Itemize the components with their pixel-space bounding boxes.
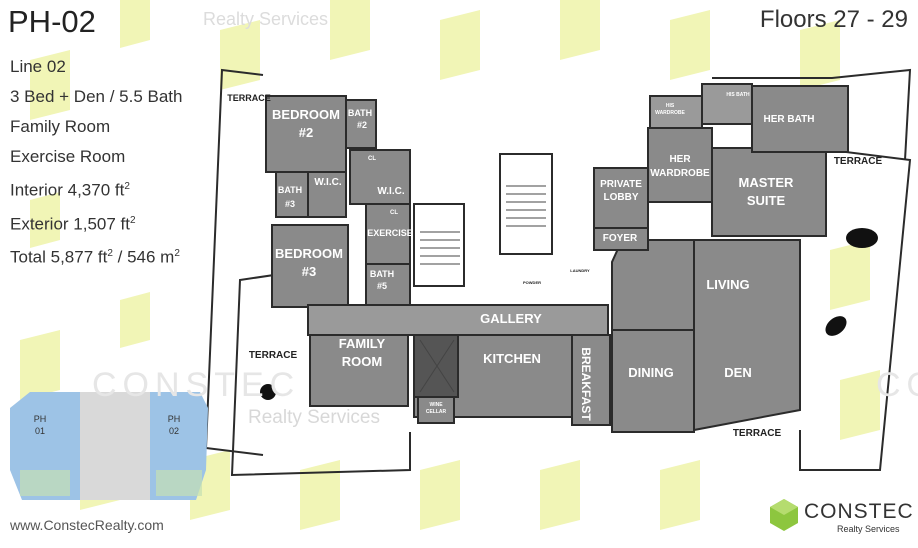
key-plan-ph01-label: PH: [34, 414, 47, 424]
laundry-label: LAUNDRY: [570, 268, 590, 273]
room-blocks: [265, 83, 849, 433]
master-suite-block: [711, 147, 827, 237]
spec-line: Line 02: [10, 57, 66, 76]
master-suite-label-2: SUITE: [747, 193, 786, 208]
watermark-constec-2: CONSTEC: [876, 366, 918, 404]
terrace-nw-label: TERRACE: [227, 93, 271, 103]
bedroom-2-num: #2: [299, 125, 313, 140]
bedroom-2-label: BEDROOM: [272, 107, 340, 122]
unit-title: PH-02: [8, 4, 96, 39]
watermark-constec-1: CONSTEC: [92, 366, 301, 404]
logo-subtitle: Realty Services: [837, 524, 900, 534]
terrace-e-label: TERRACE: [834, 156, 883, 167]
gallery-label: GALLERY: [480, 311, 542, 326]
bath-2-num: #2: [357, 120, 367, 130]
terrace-s-label: TERRACE: [733, 428, 782, 439]
his-wardrobe-block: [649, 95, 703, 129]
key-plan: PH 01 PH 02: [10, 392, 208, 500]
key-plan-core: [80, 392, 150, 500]
stair-treads: [419, 185, 546, 393]
foyer-label: FOYER: [603, 233, 638, 244]
closet-label-3: CL: [651, 212, 659, 218]
family-room-label-2: ROOM: [342, 354, 382, 369]
spec-exterior: Exterior 1,507 ft2: [10, 214, 136, 234]
his-bath-label: HIS BATH: [726, 92, 750, 98]
his-wardrobe-label-2: WARDROBE: [655, 110, 685, 116]
foyer-area-block: [611, 239, 695, 331]
floors-range: Floors 27 - 29: [759, 6, 908, 33]
wic-2-label: W.I.C.: [377, 186, 404, 197]
gallery-block: [307, 304, 609, 336]
her-bath-block: [751, 85, 849, 153]
foyer-block: [593, 227, 649, 251]
bedroom-3-num: #3: [302, 264, 316, 279]
bedroom-3-label: BEDROOM: [275, 246, 343, 261]
stair-west-block: [413, 203, 465, 287]
den-label: DEN: [724, 365, 751, 380]
key-plan-terrace-w: [20, 470, 70, 496]
private-lobby-block: [593, 167, 649, 229]
logo-name: CONSTEC: [804, 500, 914, 523]
terrace-outline: [204, 68, 912, 477]
watermark-realty-top: Realty Services: [203, 9, 329, 29]
closet-label-2: CL: [390, 210, 398, 216]
master-suite-label-1: MASTER: [739, 175, 795, 190]
kitchen-label: KITCHEN: [483, 351, 541, 366]
bath-2-label: BATH: [348, 108, 372, 118]
private-lobby-label-1: PRIVATE: [600, 179, 642, 190]
bath-2-block: [345, 99, 377, 149]
her-wardrobe-label-1: HER: [669, 154, 691, 165]
structural-columns: [260, 228, 878, 400]
dining-label: DINING: [628, 365, 674, 380]
spec-beds: 3 Bed + Den / 5.5 Bath: [10, 87, 183, 106]
wine-cellar-block: [417, 396, 455, 424]
exercise-label: EXERCISE: [367, 228, 413, 238]
family-room-label-1: FAMILY: [339, 336, 386, 351]
terrace-w-label: TERRACE: [249, 350, 298, 361]
dining-block: [611, 329, 695, 433]
her-wardrobe-label-2: WARDROBE: [650, 168, 710, 179]
bath-5-num: #5: [377, 281, 387, 291]
constec-logo: CONSTEC Realty Services: [768, 498, 913, 538]
wic-1-label: W.I.C.: [314, 177, 341, 188]
bath-5-label: BATH: [370, 269, 394, 279]
key-plan-ph02-label: PH: [168, 414, 181, 424]
wine-cellar-label-2: CELLAR: [426, 409, 447, 415]
spec-family: Family Room: [10, 117, 111, 136]
her-bath-label: HER BATH: [764, 114, 815, 125]
key-plan-terrace-e: [156, 470, 202, 496]
private-lobby-label-2: LOBBY: [604, 192, 639, 203]
wic-2-block: [349, 149, 411, 205]
bath-3-block: [275, 171, 309, 218]
spec-total: Total 5,877 ft2 / 546 m2: [10, 247, 180, 267]
exercise-block: [365, 203, 411, 265]
watermark-realty-mid: Realty Services: [248, 407, 380, 428]
living-label: LIVING: [706, 277, 749, 292]
spec-interior: Interior 4,370 ft2: [10, 180, 130, 200]
wine-cellar-label-1: WINE: [429, 402, 443, 408]
room-labels: TERRACE TERRACE TERRACE TERRACE BEDROOM …: [227, 92, 882, 439]
breakfast-block: [571, 334, 611, 426]
bedroom-3-block: [271, 224, 349, 308]
logo-hexagon-icon: [770, 499, 798, 531]
bath-3-label: BATH: [278, 185, 302, 195]
bedroom-2-block: [265, 95, 347, 173]
spec-exercise: Exercise Room: [10, 147, 126, 166]
his-wardrobe-label-1: HIS: [666, 103, 675, 109]
her-wardrobe-block: [647, 127, 713, 203]
powder-label: POWDER: [523, 280, 541, 285]
wic-1-block: [307, 171, 347, 218]
website-link[interactable]: www.ConstecRealty.com: [10, 517, 164, 533]
breakfast-label: BREAKFAST: [579, 347, 593, 421]
key-plan-ph02-num: 02: [169, 426, 179, 436]
living-den-block: [693, 239, 801, 432]
closet-label-1: CL: [368, 156, 376, 162]
his-bath-block: [701, 83, 753, 125]
bath-3-num: #3: [285, 199, 295, 209]
key-plan-ph01-num: 01: [35, 426, 45, 436]
stair-core-block: [499, 153, 553, 255]
unit-specs: Line 02 3 Bed + Den / 5.5 Bath Family Ro…: [10, 52, 182, 273]
